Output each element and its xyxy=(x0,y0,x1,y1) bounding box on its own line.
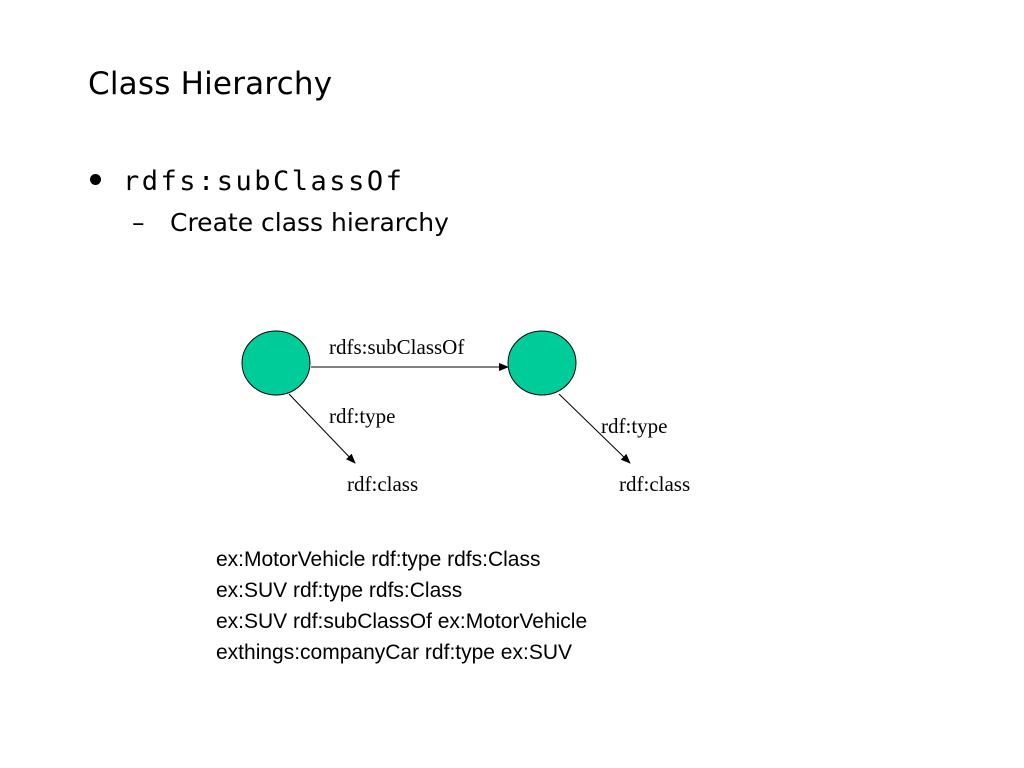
sub-bullet-item: –Create class hierarchy xyxy=(132,208,449,237)
bullet-dot-icon xyxy=(90,174,101,185)
class-node-right xyxy=(507,330,577,396)
sub-bullet-text: Create class hierarchy xyxy=(170,208,449,237)
triple-line: ex:SUV rdf:type rdfs:Class xyxy=(216,579,463,602)
type-edge-left xyxy=(288,393,356,464)
slide-title: Class Hierarchy xyxy=(88,66,333,102)
bullet-text: rdfs:subClassOf xyxy=(123,166,405,197)
bullet-item: rdfs:subClassOf xyxy=(90,166,404,197)
type-edge-right xyxy=(558,393,631,464)
triple-line: exthings:companyCar rdf:type ex:SUV xyxy=(216,641,572,664)
type-edge-label-left: rdf:type xyxy=(329,404,395,428)
sub-bullet-dash: – xyxy=(132,208,145,237)
target-label-right: rdf:class xyxy=(619,472,690,496)
triple-line: ex:MotorVehicle rdf:type rdfs:Class xyxy=(216,548,541,571)
subclassof-edge-label: rdfs:subClassOf xyxy=(329,335,464,359)
class-node-left xyxy=(241,330,311,396)
triple-line: ex:SUV rdf:subClassOf ex:MotorVehicle xyxy=(216,610,588,633)
type-edge-label-right: rdf:type xyxy=(601,414,667,438)
target-label-left: rdf:class xyxy=(347,472,418,496)
example-triples: ex:MotorVehicle rdf:type rdfs:Class ex:S… xyxy=(216,544,587,668)
